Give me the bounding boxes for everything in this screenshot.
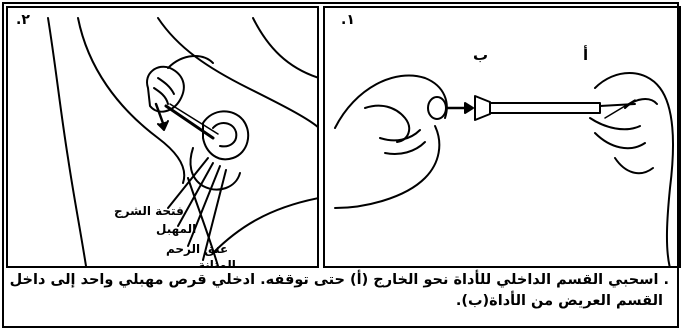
panel-loading-illustration: .١ [323,6,681,268]
applicator-barrel [490,103,600,113]
leg-outline-left [48,18,86,266]
caption-line-2: القسم العريض من الأداة(ب). [456,293,663,309]
thigh-outline [78,18,184,183]
label-anus-opening: فتحة الشرج [114,204,184,218]
caption-line-1: . اسحبي القسم الداخلي للأداة نحو الخارج … [10,272,669,288]
hand-wrist [168,56,213,68]
vaginal-tablet [428,97,446,119]
applicator-shaft [166,106,213,138]
label-cervix: عنق الرحم [166,242,228,256]
label-b: ب [473,46,488,64]
body-outline-top [253,18,319,78]
applicator-wide-end [475,96,490,120]
figure-frame: .٢ [2,2,679,328]
label-bladder: المثانة [198,258,236,268]
buttock-outline [213,198,319,253]
loading-drawing [325,8,681,268]
bladder-shape [190,148,240,190]
label-a: أ [583,46,588,64]
panel-insertion-illustration: .٢ [6,6,319,268]
left-hand-bottom [335,126,439,208]
label-vagina: المهبل [156,222,196,236]
